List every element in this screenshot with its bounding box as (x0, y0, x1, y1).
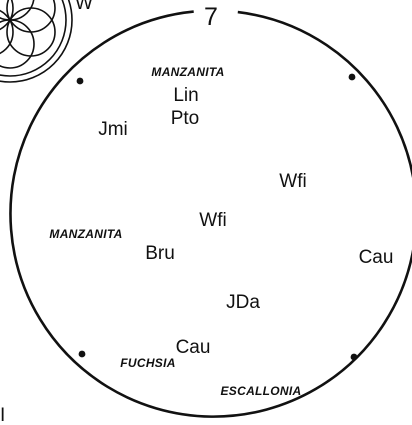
rosette-inner-ring (0, 0, 67, 77)
code-wfi-center: Wfi (199, 210, 226, 231)
plot-number: 7 (204, 3, 218, 31)
code-cau-right: Cau (359, 247, 394, 268)
code-jda: JDa (226, 292, 260, 313)
partial-label-bottom-left: I (0, 405, 5, 425)
partial-label-top: W (75, 0, 93, 14)
marker-dot-bottom-left (78, 350, 86, 358)
plant-label-manzanita-left: MANZANITA (49, 227, 122, 241)
rosette-petal (0, 0, 35, 21)
marker-dot-top-right (348, 73, 356, 81)
rosette-petal (6, 0, 56, 33)
code-lin: Lin (173, 85, 198, 106)
marker-dot-bottom-right (350, 353, 358, 361)
rosette-petal (0, 9, 14, 55)
rosette-outer-ring (0, 0, 73, 83)
plant-label-manzanita-top: MANZANITA (151, 65, 224, 79)
plant-label-fuchsia: FUCHSIA (120, 356, 175, 370)
plot-circle (9, 10, 412, 418)
code-jmi: Jmi (98, 119, 128, 140)
rosette-decoration (0, 0, 73, 83)
plant-label-escallonia: ESCALLONIA (221, 384, 302, 398)
rosette-petal (0, 0, 14, 31)
code-bru: Bru (145, 243, 175, 264)
code-pto: Pto (171, 108, 200, 129)
code-wfi-upper: Wfi (279, 171, 306, 192)
marker-dot-top-left (76, 77, 84, 85)
code-cau-bottom: Cau (176, 337, 211, 358)
